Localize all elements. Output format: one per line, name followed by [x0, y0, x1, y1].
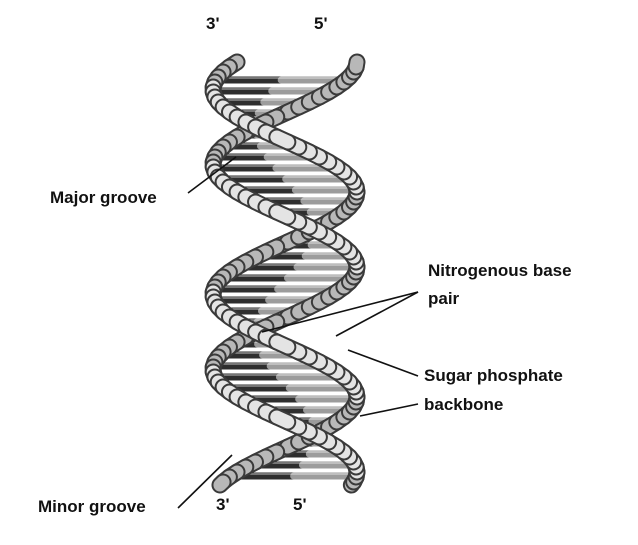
backbone-label-line2: backbone: [424, 395, 504, 414]
backbone-label-line1: Sugar phosphate: [424, 366, 563, 385]
backbone-fill: [270, 205, 295, 224]
backbone-leader: [347, 349, 419, 377]
backbone-fill: [270, 130, 295, 149]
bottom-right-end-label: 5': [293, 495, 307, 514]
bottom-left-end-label: 3': [216, 495, 230, 514]
top-left-end-label: 3': [206, 14, 220, 33]
base-pair-leader: [335, 291, 419, 337]
base-pair-label-line1: Nitrogenous base: [428, 261, 572, 280]
top-right-end-label: 5': [314, 14, 328, 33]
major-groove-leader: [187, 156, 237, 194]
leader-lines: [177, 156, 419, 509]
backbone-fill: [349, 55, 364, 74]
backbone-leader: [359, 403, 419, 417]
minor-groove-label: Minor groove: [38, 497, 146, 516]
minor-groove-leader: [177, 454, 233, 509]
major-groove-label: Major groove: [50, 188, 157, 207]
backbone-fill: [213, 475, 230, 492]
base-pair-leader: [261, 291, 419, 333]
backbone-fill: [270, 335, 295, 354]
backbone-strands: [204, 53, 366, 494]
base-pair-label-line2: pair: [428, 289, 460, 308]
backbone-fill: [270, 410, 295, 429]
